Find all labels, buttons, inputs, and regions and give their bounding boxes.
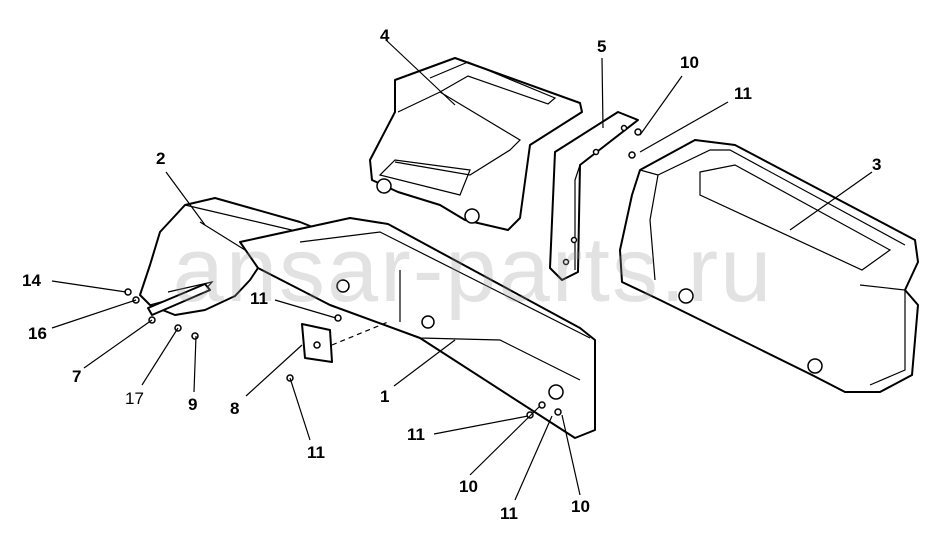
callout-11-top: 11: [734, 84, 752, 103]
callout-9: 9: [188, 395, 198, 414]
part-1-fender: [239, 217, 596, 439]
part-3-box: [619, 139, 919, 393]
callout-4: 4: [380, 26, 390, 45]
callout-2: 2: [156, 149, 166, 168]
callout-5: 5: [597, 37, 607, 56]
callout-7: 7: [72, 367, 82, 386]
part-4-panel: [369, 57, 583, 231]
part-8-plate: [301, 321, 389, 363]
callout-10-top: 10: [680, 53, 699, 72]
callout-17: 17: [125, 389, 144, 408]
callout-1: 1: [380, 387, 390, 406]
callout-10-lower-left: 10: [459, 477, 478, 496]
callout-11-bottom: 11: [500, 504, 518, 523]
callout-16: 16: [28, 324, 47, 343]
part-7-strip: [147, 283, 211, 316]
callout-11-lower-mid: 11: [407, 425, 425, 444]
callout-10-bottom: 10: [571, 497, 590, 516]
callout-14: 14: [22, 271, 41, 290]
callout-11-left: 11: [250, 289, 268, 308]
callout-8: 8: [230, 399, 240, 418]
callout-11-lower-left: 11: [307, 443, 325, 462]
leader-lines: [51, 39, 873, 501]
part-2-fender: [139, 197, 346, 316]
callout-3: 3: [872, 155, 882, 174]
part-5-bracket: [549, 111, 639, 281]
